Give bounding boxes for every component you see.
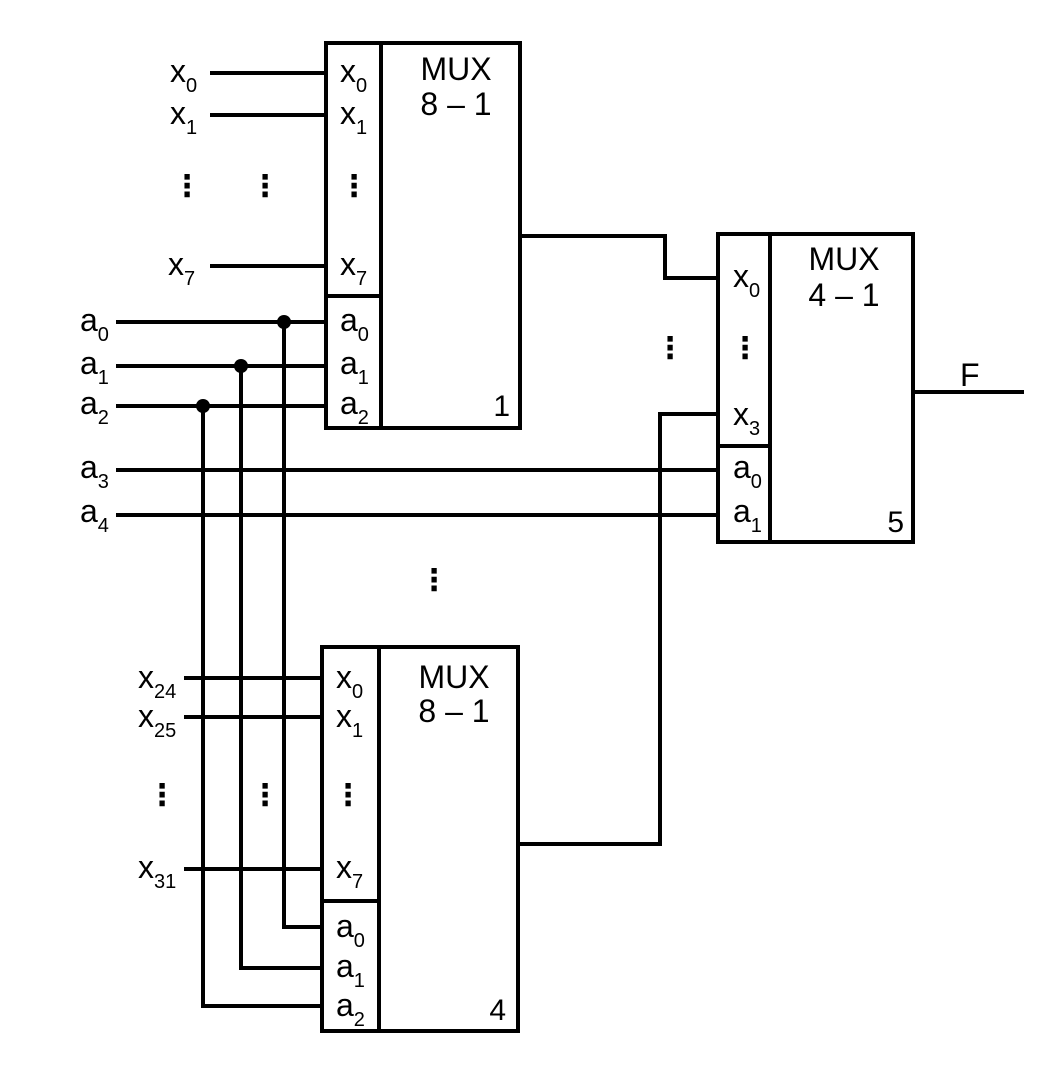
ext-bottom-ellipsis-left: ⋮: [147, 779, 177, 812]
wires: [116, 71, 1024, 1008]
mux-final-in-x0: x0: [733, 258, 760, 302]
ext-bottom-ellipsis-right: ⋮: [250, 779, 280, 812]
ext-top-ellipsis-left: ⋮: [172, 170, 202, 203]
mux-bottom-in-x7: x7: [336, 849, 363, 893]
mux-bottom-sel-a1: a1: [336, 948, 365, 992]
mid-right-ellipsis: ⋮: [655, 332, 685, 365]
bus-a0: [282, 320, 324, 929]
bus-a2: [201, 404, 324, 1008]
mux-bottom-ratio: 8 – 1: [418, 693, 489, 729]
mux-top-number: 1: [493, 390, 510, 423]
mux-bottom-in-x1: x1: [336, 698, 363, 742]
output-label-f: F: [960, 357, 980, 393]
ext-top-ellipsis-right: ⋮: [250, 170, 280, 203]
mux-bottom-title: MUX: [418, 659, 489, 695]
mux-top-in-x1: x1: [340, 95, 367, 139]
center-ellipsis: ⋮: [419, 564, 449, 597]
mux-top-title: MUX: [420, 51, 491, 87]
mux-final-body: [716, 232, 915, 544]
junction-a2: [196, 399, 210, 413]
mux-top-in-x7: x7: [340, 246, 367, 290]
ext-in-x25: x25: [138, 698, 176, 742]
bus-a1: [239, 364, 324, 970]
mux-final: MUX 4 – 1 5 x0 ⋮ x3 a0 a1 F: [716, 232, 980, 544]
mux-top-sel-a2: a2: [340, 385, 369, 429]
mux-bottom: MUX 8 – 1 4 x0 x1 ⋮ x7 a0 a1 a2: [320, 645, 520, 1033]
mux-top-in-x0: x0: [340, 53, 367, 97]
mux-final-ratio: 4 – 1: [808, 277, 879, 313]
mux-bottom-sel-a2: a2: [336, 987, 365, 1031]
mux-top-sel-a0: a0: [340, 302, 369, 346]
ext-in-x7: x7: [168, 246, 195, 290]
external-labels: x0 x1 ⋮ ⋮ x7 a0 a1 a2 a3 a4 ⋮ ⋮ x24 x25 …: [80, 53, 685, 893]
mux-bottom-sel-a0: a0: [336, 908, 365, 952]
junction-dots: [196, 315, 291, 413]
ext-in-x0: x0: [170, 53, 197, 97]
mux-final-sel-a0: a0: [733, 449, 762, 493]
mux-top-sel-a1: a1: [340, 345, 369, 389]
mux-final-number: 5: [887, 506, 904, 539]
mux-bottom-in-x0: x0: [336, 659, 363, 703]
mux-top-body: [324, 41, 522, 430]
ext-sel-a4: a4: [80, 493, 109, 537]
ext-sel-a0: a0: [80, 302, 109, 346]
mux-final-in-ellipsis: ⋮: [730, 332, 760, 365]
junction-a0: [277, 315, 291, 329]
mux-final-in-x3: x3: [733, 396, 760, 440]
ext-sel-a3: a3: [80, 449, 109, 493]
mux-final-sel-a1: a1: [733, 493, 762, 537]
ext-sel-a1: a1: [80, 345, 109, 389]
mux-bottom-number: 4: [489, 994, 506, 1027]
wire-mux4-out: [516, 412, 720, 846]
ext-in-x31: x31: [138, 849, 176, 893]
mux-top-ratio: 8 – 1: [420, 86, 491, 122]
junction-a1: [234, 359, 248, 373]
mux-top-in-ellipsis: ⋮: [339, 170, 369, 203]
mux-bottom-in-ellipsis: ⋮: [333, 779, 363, 812]
wire-mux1-out: [518, 234, 720, 280]
mux-final-title: MUX: [808, 241, 879, 277]
ext-in-x1: x1: [170, 95, 197, 139]
ext-sel-a2: a2: [80, 385, 109, 429]
mux-bottom-body: [320, 645, 520, 1033]
mux-top: MUX 8 – 1 1 x0 x1 ⋮ x7 a0 a1 a2: [324, 41, 522, 430]
ext-in-x24: x24: [138, 659, 176, 703]
